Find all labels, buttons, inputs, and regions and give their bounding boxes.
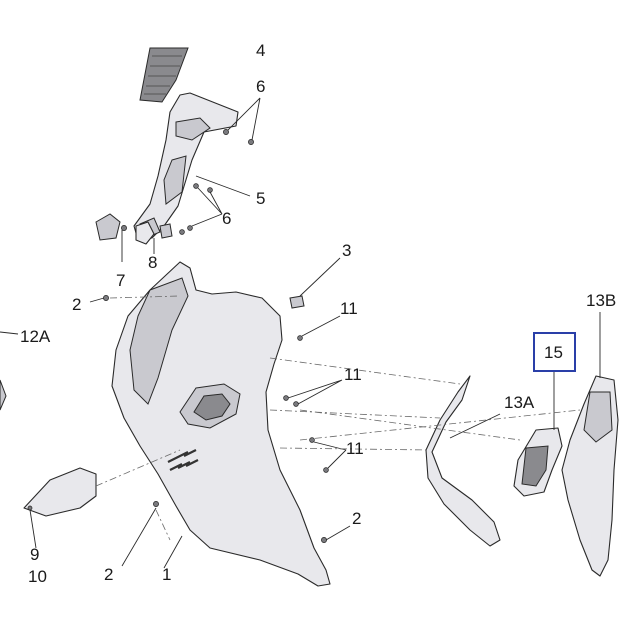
part-1-front-shield <box>111 261 331 587</box>
callout-15: 15 <box>544 343 563 362</box>
callout-2-right: 2 <box>352 509 361 528</box>
callout-8: 8 <box>148 253 157 272</box>
part-12a-edge <box>0 331 19 411</box>
callout-1: 1 <box>162 565 171 584</box>
callout-13b: 13B <box>586 291 616 310</box>
callout-4: 4 <box>256 41 265 60</box>
callout-2-bottom: 2 <box>104 565 113 584</box>
callout-13a: 13A <box>504 393 535 412</box>
callout-11-bottom: 11 <box>346 439 364 458</box>
callout-12a: 12A <box>20 327 51 346</box>
callout-6-lower: 6 <box>222 209 231 228</box>
callout-2-left: 2 <box>72 295 81 314</box>
screws-2 <box>89 295 351 567</box>
screws-6-lower <box>179 175 251 235</box>
callout-6-upper: 6 <box>256 77 265 96</box>
callout-10: 10 <box>28 567 47 586</box>
part-3-clip <box>289 257 341 309</box>
callout-7: 7 <box>116 271 125 290</box>
highlight-box-15 <box>533 332 576 372</box>
callout-5: 5 <box>256 189 265 208</box>
callout-11-top: 11 <box>340 299 358 318</box>
callout-11-middle: 11 <box>344 365 362 384</box>
part-9-insert <box>23 467 97 549</box>
assembly-lines <box>95 295 581 541</box>
part-7-8-lock <box>95 213 173 262</box>
part-13a-trim <box>425 375 501 547</box>
part-15-cover <box>513 372 563 497</box>
part-5-frame <box>133 92 239 241</box>
part-13b-panel <box>561 312 619 577</box>
callout-9: 9 <box>30 545 39 564</box>
part-4-grille <box>139 47 189 103</box>
callout-3: 3 <box>342 241 351 260</box>
screws-6-upper <box>223 97 261 145</box>
screws-11 <box>283 315 347 473</box>
